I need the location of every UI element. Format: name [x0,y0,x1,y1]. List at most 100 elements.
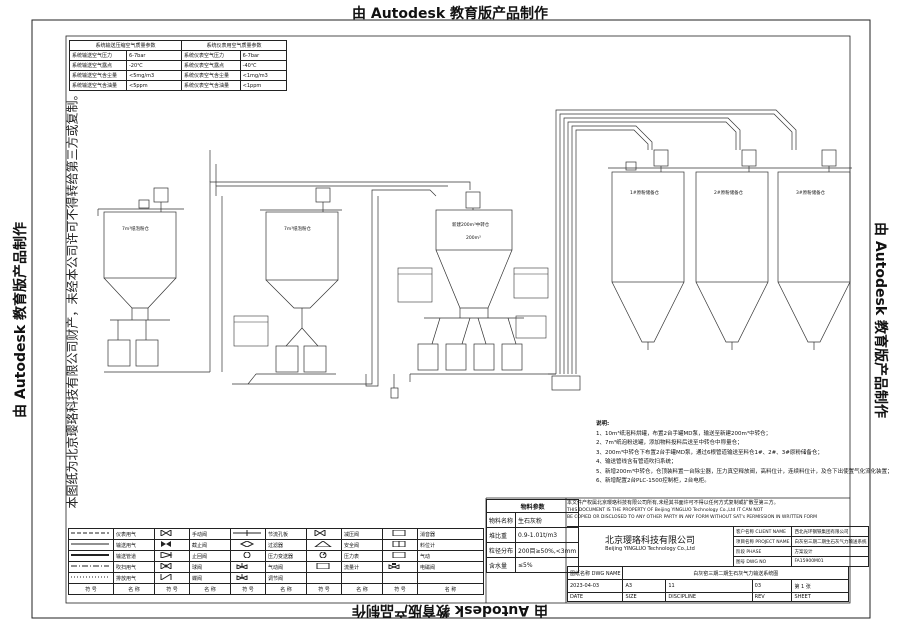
note-item: 4、输送管线含有管道吹扫系统； [596,459,677,465]
table-row: 物料名称生石灰粉 [485,512,580,528]
company-name-en: Beijing YINGLUO Technology Co.,Ltd [605,546,695,552]
dwg-no-label: 图号 DWG NO [732,556,793,567]
orifice-icon [233,530,261,536]
air-params-table: 系统输送压缩空气质量参数 系统仪表用空气质量参数 系统输送空气压力 6-7bar… [69,40,288,91]
param-cell: <1ppm [239,80,288,91]
level-meter-icon [392,540,406,548]
table-row: 含水量≤5% [485,557,580,573]
silo-center-label: 新建200m³中转仓 [452,223,490,228]
butterfly-valve-icon [160,573,172,581]
filter-icon [239,540,255,548]
property-statement-en-1: THIS DOCUMENT IS THE PROPERTY OF Beijing… [567,508,763,513]
watermark-left: 由 Autodesk 教育版产品制作 [13,221,29,419]
param-cell: 系统输送空气压力 [69,50,127,61]
flow-meter-icon [316,562,330,570]
param-cell: <5ppm [126,80,182,91]
param-cell: -20℃ [126,60,182,71]
silo-left-1 [97,187,211,373]
param-cell: 6-7bar [126,50,182,61]
design-notes: 说明: 1、10m³纸泡料烘罐，布置2台手罐MD泵，输送至新建200m³中转仓；… [596,420,893,487]
outer-border [31,19,871,619]
silo-right-3-label: 3#原粉储备仓 [796,191,826,196]
silo-right-1-label: 1#原粉储备仓 [630,191,660,196]
legend-footer: 符 号 [68,583,114,595]
note-item: 2、7m³纸泡粉送罐，添加物料投料后送至中转仓中称量仓； [596,440,743,446]
watermark-top: 由 Autodesk 教育版产品制作 [351,6,549,22]
legend-label: 蝶阀 [189,572,231,584]
conveying-pipe-line-icon [71,554,109,556]
symbol-legend: 仪表用气 手动阀 节流孔板 减压阀 消音器 输送用气 截止阀 过滤器 安全阀 料… [68,528,484,595]
size-value: A3 [622,579,667,593]
ball-valve-icon [160,562,172,570]
params-col1-title: 系统输送压缩空气质量参数 [69,40,182,51]
legend-label: 过滤器 [265,539,307,551]
sheet-label: SHEET [791,592,849,602]
safety-valve-icon [313,540,333,548]
check-valve-icon [160,551,173,559]
param-cell: <5mg/m3 [126,70,182,81]
client-value: 西北光环钢铁集团有限公司 [791,526,870,537]
purge-air-line-icon [71,565,109,567]
legend-label: 气动 [417,550,484,562]
dwg-name-value: 白灰窑三期二期生石灰气力输送系统图 [622,566,849,580]
legend-label: 气动阀 [265,561,307,573]
note-item: 6、新增配置2台PLC-1500控制柜，2台电柜。 [596,478,710,484]
watermark-right: 由 Autodesk 教育版产品制作 [872,221,888,419]
silo-right-2 [695,149,769,350]
material-cell: ≤5% [515,557,580,573]
note-item: 3、200m³中转仓下布置2台手罐MD泵，通过6根管道输送至料仓1#、2#、3#… [596,449,823,456]
silo-left-2-label: 7m³纸泡粉仓 [284,227,312,232]
company-name-cn: 北京璎珞科技有限公司 [604,536,695,546]
client-label: 客户名称 CLIENT NAME [732,526,793,537]
dwg-no-value: FA15900M01 [791,556,870,567]
rev-label: REV [751,592,793,602]
params-col2-title: 系统仪表用空气质量参数 [181,40,287,51]
param-cell: 系统输送空气含尘量 [69,70,127,81]
exhaust-air-line-icon [71,576,109,578]
conveying-air-line-icon [71,543,109,545]
param-cell: 系统仪表空气含尘量 [181,70,241,81]
notes-title: 说明: [596,421,610,427]
property-statement-en-2: BE COPIED OR DISCLOSED TO ANY OTHER PART… [567,515,818,520]
instrument-panels [233,267,549,347]
legend-label: 球阀 [189,561,231,573]
size-label: SIZE [622,592,667,602]
param-cell: 系统输送空气露点 [69,60,127,71]
project-value: 白灰窑三期二期生石灰气力输送系统 [791,536,870,547]
company-block: 北京璎珞科技有限公司 Beijing YINGLUO Technology Co… [567,526,733,567]
note-item: 5、新增200m³中转仓，仓顶装料置一台除尘器，压力真空释放阀，高料位计，连续料… [596,468,893,475]
legend-footer: 符 号 [306,583,342,595]
table-row: 系统输送空气露点 -20℃ 系统仪表空气露点 -40℃ [69,60,288,71]
legend-label: 手动阀 [189,528,231,540]
discipline-value: 11 [665,579,753,593]
pipe-vertical-center [360,189,437,387]
phase-label: 阶段 PHASE [732,546,793,557]
material-cell: 堆比重 [485,527,517,543]
legend-label: 流量计 [341,561,383,573]
pneumatic-valve-icon [236,563,248,570]
legend-label: 输送管道 [113,550,155,562]
title-block: 本文件产权属北京璎珞科技有限公司所有,未经其书面许可不得以任何方式复制或扩散至第… [567,500,849,521]
watermark-bottom: 由 Autodesk 教育版产品制作 [351,602,549,618]
silo-right-3 [608,149,852,350]
legend-label: 安全阀 [341,539,383,551]
legend-label: 排放用气 [113,572,155,584]
silo-right-1 [611,149,685,350]
date-value: 2023-04-03 [566,579,624,593]
vertical-property-note: 本图纸为北京璎珞科技有限公司财产，未经本公司许可不得转给第三方或复制。 [65,88,80,509]
inner-border [65,35,851,604]
legend-label: 压力变送器 [265,550,307,562]
control-valve-icon [236,574,248,581]
legend-label: 止回阀 [189,550,231,562]
legend-label: 仪表用气 [113,528,155,540]
legend-footer: 名 称 [417,583,484,595]
table-row: 系统输送空气含尘量 <5mg/m3 系统仪表空气含尘量 <1mg/m3 [69,70,288,81]
legend-label: 吹扫用气 [113,561,155,573]
rev-value: 03 [751,579,793,593]
silo-center-volume: 200m³ [466,236,481,241]
material-cell: 粒径分布 [485,542,517,558]
legend-label: 减压阀 [341,528,383,540]
